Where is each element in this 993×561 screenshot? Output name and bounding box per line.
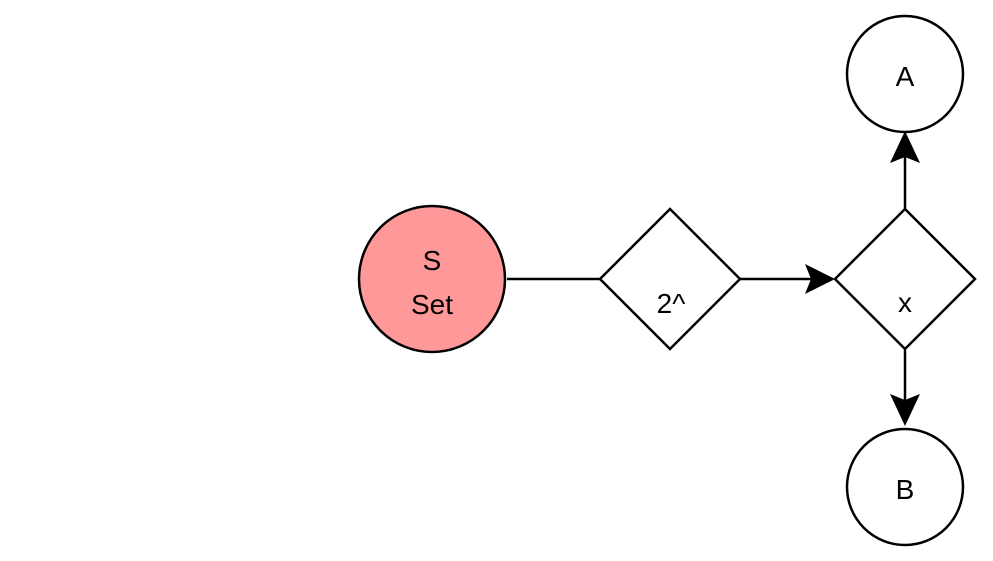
powerset-node-label: 2^ — [657, 288, 686, 319]
set-node[interactable]: S Set — [357, 204, 507, 354]
arrowhead-product — [805, 264, 835, 294]
powerset-node-diamond — [598, 207, 742, 351]
a-node-label: A — [896, 61, 915, 92]
a-node[interactable]: A — [845, 14, 965, 134]
b-node-label: B — [896, 474, 915, 505]
arrowhead-a — [890, 131, 920, 163]
set-node-circle — [357, 204, 507, 354]
set-node-label: Set — [411, 289, 453, 320]
b-node-circle — [845, 427, 965, 547]
powerset-node[interactable]: 2^ — [598, 207, 742, 351]
set-node-symbol: S — [423, 245, 442, 276]
product-node[interactable]: x — [833, 207, 977, 351]
product-node-label: x — [898, 287, 912, 318]
product-node-diamond — [833, 207, 977, 351]
a-node-circle — [845, 14, 965, 134]
arrowhead-b — [890, 394, 920, 426]
b-node[interactable]: B — [845, 427, 965, 547]
